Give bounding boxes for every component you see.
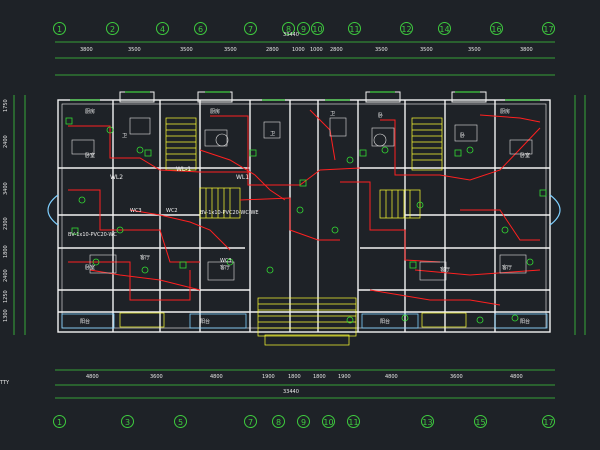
dimension-text: 2800: [266, 47, 279, 53]
top-axis-bubble: 2: [106, 22, 119, 35]
top-axis-bubble: 9: [297, 22, 310, 35]
building-walls: [57, 99, 551, 333]
cable-spec-mid: BV-1x10-PVC20-WC-WE: [200, 210, 259, 216]
dimension-text: 1800: [3, 245, 9, 258]
top-axis-bubble: 1: [53, 22, 66, 35]
bottom-axis-bubble: 3: [121, 415, 134, 428]
dimension-text: 3500: [468, 47, 481, 53]
dimension-text: 3500: [420, 47, 433, 53]
bottom-axis-bubble: 9: [297, 415, 310, 428]
bottom-axis-bubble: 5: [174, 415, 187, 428]
top-axis-bubble: 6: [194, 22, 207, 35]
room-label: 卫: [270, 131, 276, 137]
room-label: 厨房: [210, 109, 221, 115]
bottom-dimension-lines: [55, 369, 555, 399]
partial-left-label: TTY: [0, 380, 10, 386]
dimension-text: 3600: [150, 374, 163, 380]
room-label: 厨房: [500, 109, 511, 115]
top-axis-bubble: 7: [244, 22, 257, 35]
dimension-text: 4800: [86, 374, 99, 380]
dimension-text: 2800: [330, 47, 343, 53]
top-dimension-lines: [55, 41, 555, 76]
dimension-text: 1800: [313, 374, 326, 380]
top-axis-bubble: 16: [490, 22, 503, 35]
room-label: 阳台: [380, 319, 391, 325]
room-label: 阳台: [200, 319, 211, 325]
bottom-axis-bubble: 10: [322, 415, 335, 428]
dimension-text: 3400: [3, 182, 9, 195]
dimension-text: 1000: [292, 47, 305, 53]
top-axis-bubble: 11: [348, 22, 361, 35]
dimension-text: 3500: [224, 47, 237, 53]
dimension-text: 1900: [338, 374, 351, 380]
dimension-text: 1300: [3, 309, 9, 322]
dimension-text: 1000: [310, 47, 323, 53]
dimension-total-top: 33440: [283, 32, 299, 38]
dimension-text: 4800: [210, 374, 223, 380]
dimension-text: 4800: [510, 374, 523, 380]
room-label: 客厅: [440, 267, 451, 273]
wire-label-left: WL-1: [176, 166, 192, 173]
wc-label-b: WC2: [166, 208, 178, 214]
bottom-axis-bubble: 1: [53, 415, 66, 428]
room-label: 卧室: [520, 153, 531, 159]
dimension-text: 3800: [520, 47, 533, 53]
top-axis-bubble: 17: [542, 22, 555, 35]
wc-label-a: WC3: [130, 208, 142, 214]
top-axis-bubble: 8: [282, 22, 295, 35]
cable-spec-left: BV-1x10-PVC20-WC: [68, 232, 117, 238]
dimension-text: 2300: [3, 217, 9, 230]
top-axis-bubble: 12: [400, 22, 413, 35]
room-label: 客厅: [220, 265, 231, 271]
bottom-axis-bubble: 17: [542, 415, 555, 428]
dimension-text: 1250: [3, 290, 9, 303]
room-label: 卧: [378, 113, 384, 119]
dimension-text: 2400: [3, 135, 9, 148]
dimension-text: 3500: [375, 47, 388, 53]
dimension-text: 4800: [385, 374, 398, 380]
dimension-text: 1900: [262, 374, 275, 380]
dimension-text: 3800: [80, 47, 93, 53]
wire-label-mid-left: WL2: [110, 174, 124, 181]
top-axis-bubble: 4: [156, 22, 169, 35]
dimension-text: 1750: [3, 99, 9, 112]
dimension-text: 3500: [180, 47, 193, 53]
room-label: 客厅: [140, 255, 151, 261]
room-label: 阳台: [80, 319, 91, 325]
room-label: 客厅: [502, 265, 513, 271]
furniture: [71, 117, 533, 281]
bottom-axis-bubble: 13: [421, 415, 434, 428]
dimension-text: 3600: [450, 374, 463, 380]
room-label: 卧室: [85, 265, 96, 271]
wc-label-c: WC3: [220, 258, 232, 264]
bottom-axis-bubble: 15: [474, 415, 487, 428]
stairs: [119, 117, 467, 346]
windows: [70, 91, 540, 101]
dimension-text: 1800: [288, 374, 301, 380]
bottom-axis-bubble: 7: [244, 415, 257, 428]
room-label: 厨房: [85, 109, 96, 115]
dimension-total-bottom: 33440: [283, 389, 299, 395]
bottom-balconies: [61, 313, 548, 329]
wire-label-mid-right: WL1: [236, 174, 250, 181]
fixtures: [65, 117, 547, 324]
top-axis-bubble: 14: [438, 22, 451, 35]
room-label: 卫: [330, 111, 336, 117]
side-balconies: [47, 194, 561, 226]
bottom-axis-bubble: 11: [347, 415, 360, 428]
room-label: 卧: [460, 133, 466, 139]
bottom-axis-bubble: 8: [272, 415, 285, 428]
room-label: 卫: [122, 133, 128, 139]
room-label: 卧室: [85, 153, 96, 159]
dimension-text: 2400: [3, 269, 9, 282]
room-label: 阳台: [520, 319, 531, 325]
top-axis-bubble: 10: [311, 22, 324, 35]
dimension-text: 3500: [128, 47, 141, 53]
electrical-wiring: [68, 109, 541, 306]
left-dimension-lines: [13, 95, 586, 335]
